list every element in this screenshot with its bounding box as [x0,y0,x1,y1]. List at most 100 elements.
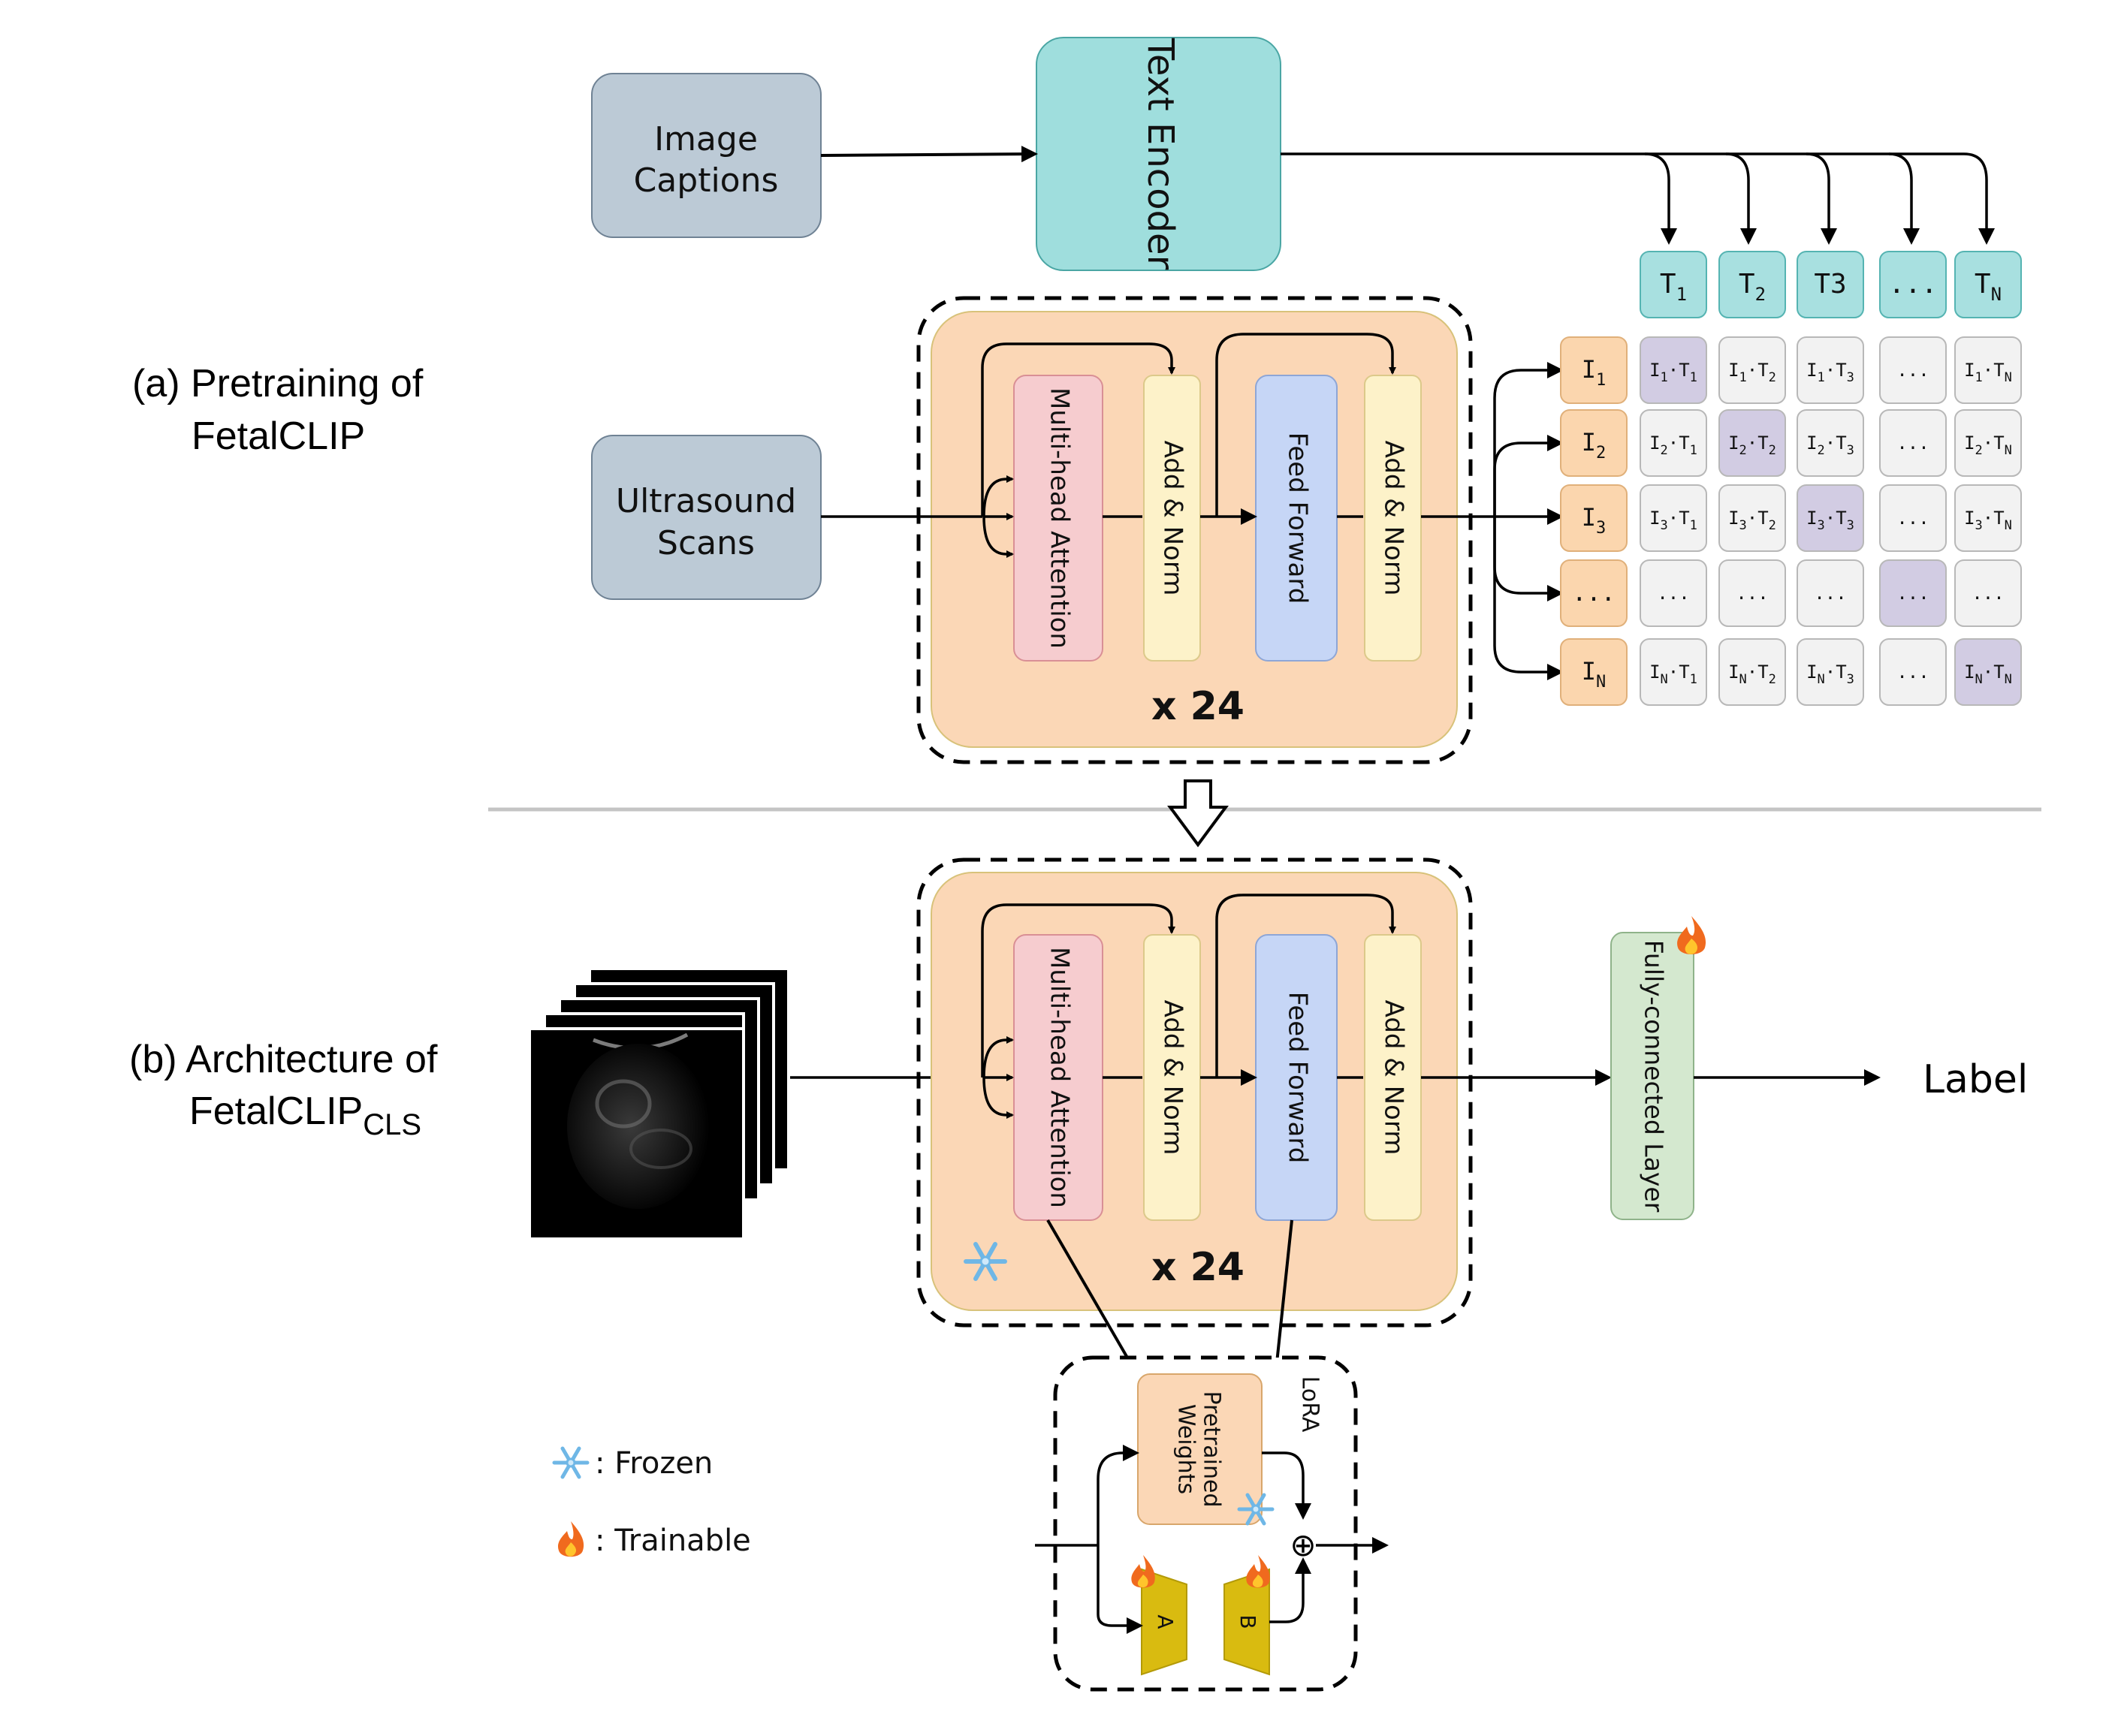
section-b-label-sub: CLS [363,1108,421,1141]
matrix-cell-label: I1·T3 [1806,360,1854,385]
flame-icon [1131,1555,1155,1588]
image-encoder-block-a: Multi-head Attention Add & Norm Feed For… [916,296,1473,764]
captions-to-encoder-arrow [820,146,1038,163]
ultrasound-scans-box: Ultrasound Scans [591,435,822,600]
matrix-cell: I3·TN [1954,484,2022,552]
ff-to-lora-line [1275,1219,1293,1364]
matrix-ellipsis: ... [1896,583,1929,604]
matrix-cell: ... [1797,559,1864,627]
matrix-ellipsis: ... [1896,360,1929,381]
attention-label-b: Multi-head Attention [1045,947,1075,1208]
image-token-label: I1 [1582,355,1607,390]
attention-label-a: Multi-head Attention [1045,387,1075,649]
matrix-cell: I1·T3 [1797,336,1864,404]
token-sub: N [1596,673,1606,692]
image-captions-line1: Image [654,120,758,158]
section-a-label: (a) Pretraining of FetalCLIP [132,362,424,458]
fc-layer-label: Fully-connected Layer [1640,940,1669,1213]
image-token-label: IN [1582,657,1607,692]
matrix-cell-label: IN·T2 [1728,662,1776,687]
matrix-cell: I3·T1 [1640,484,1707,552]
matrix-cell: ... [1640,559,1707,627]
section-b-label-line1: (b) Architecture of [129,1038,438,1081]
section-b-label-line2: FetalCLIPCLS [189,1090,421,1141]
image-token-5: IN [1560,638,1628,706]
attention-to-lora-line [1046,1219,1132,1364]
matrix-ellipsis: ... [1736,583,1768,604]
repeat-label-b: x 24 [1151,1245,1245,1290]
matrix-cell-label: I2·TN [1964,432,2012,458]
image-captions-box: Image Captions [591,73,822,238]
encoder-to-image-tokens-arrows [1421,362,1564,680]
matrix-ellipsis: ... [1896,662,1929,683]
transfer-down-arrow [1167,779,1229,848]
matrix-cell: ... [1954,559,2022,627]
lora-sum-symbol: ⊕ [1290,1527,1316,1563]
matrix-cell: I2·TN [1954,409,2022,477]
attention-block-a [1013,375,1103,662]
flame-icon [1246,1555,1270,1588]
lora-block: LoRA Pretrained Weights A B ⊕ [1035,1355,1389,1692]
ultrasound-line2: Scans [657,524,755,562]
token-main: I [1582,657,1596,686]
matrix-cell-label: I2·T1 [1649,432,1697,458]
matrix-cell: ... [1879,336,1947,404]
image-encoder-block-b: Multi-head Attention Add & Norm Feed For… [916,857,1473,1328]
section-b-label-main: FetalCLIP [189,1090,363,1133]
feed-forward-label-a: Feed Forward [1283,432,1313,604]
output-label: Label [1923,1057,2028,1102]
snowflake-icon [552,1446,590,1479]
image-token-label: I3 [1582,503,1607,538]
token-main: I [1582,503,1596,532]
matrix-cell-label: I1·T1 [1649,360,1697,385]
matrix-cell: I2·T1 [1640,409,1707,477]
snowflake-icon [964,1242,1007,1281]
text-token-5: TN [1954,251,2022,318]
lora-title: LoRA [1297,1376,1323,1433]
matrix-cell-label: IN·TN [1964,662,2012,687]
matrix-cell: I2·T3 [1797,409,1864,477]
section-a-label-line2: FetalCLIP [192,414,365,458]
add-norm-2-label-a: Add & Norm [1379,441,1409,596]
matrix-cell-label: I3·TN [1964,508,2012,533]
text-token-label: T1 [1660,269,1687,305]
lora-a-matrix [1141,1568,1187,1676]
text-token-3: T3 [1797,251,1864,318]
text-token-label: T3 [1814,269,1846,300]
token-main: I [1582,355,1596,384]
matrix-cell-label: ... [1972,583,2004,604]
text-tokens: T1 T2 T3... TN [1640,251,2022,318]
fc-layer: Fully-connected Layer [1610,916,1706,1220]
matrix-cell-label: ... [1814,583,1846,604]
text-token-label: T2 [1739,269,1766,305]
text-token-label: TN [1975,269,2002,305]
lora-b-label: B [1235,1614,1260,1629]
matrix-cell: ... [1718,559,1786,627]
add-norm-1-a [1143,375,1201,662]
add-norm-2-label-b: Add & Norm [1379,1000,1409,1156]
legend-frozen: : Frozen [595,1446,713,1481]
token-sub: 1 [1676,284,1687,305]
encoder-dashed-border-b [916,857,1473,1328]
ultrasound-line1: Ultrasound [616,482,796,520]
matrix-cell-label: I2·T2 [1728,432,1776,458]
matrix-cell: IN·T2 [1718,638,1786,706]
matrix-cell-label: I3·T3 [1806,508,1854,533]
add-norm-2-a [1364,375,1422,662]
matrix-cell-label: I2·T3 [1806,432,1854,458]
text-token-label: ... [1888,269,1937,300]
matrix-cell: ... [1879,409,1947,477]
pretrained-weights-line2: Weights [1173,1404,1199,1494]
ultrasound-image-stack [528,967,790,1240]
matrix-cell: I3·T2 [1718,484,1786,552]
matrix-cell-label: I1·TN [1964,360,2012,385]
flame-icon [558,1521,584,1557]
pretrained-weights-line1: Pretrained [1199,1391,1225,1507]
matrix-cell: IN·TN [1954,638,2022,706]
matrix-cell-label: ... [1896,583,1929,604]
section-a-label-line1: (a) Pretraining of [132,362,424,405]
token-sub: 3 [1596,519,1606,538]
image-captions-line2: Captions [634,161,779,200]
